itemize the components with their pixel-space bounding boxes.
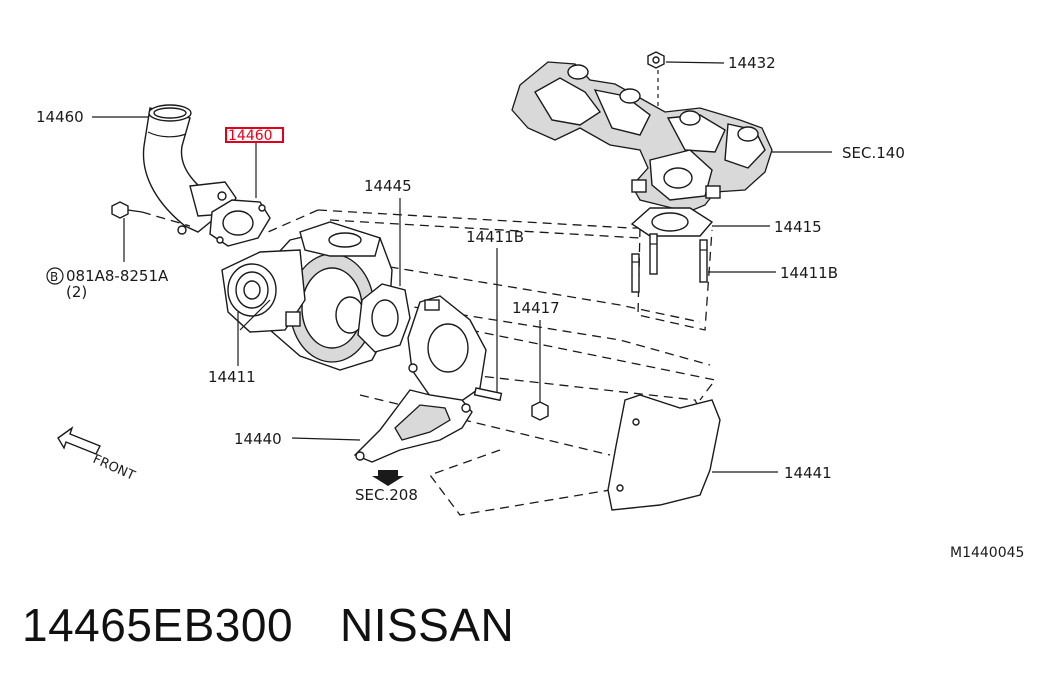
outlet-pipe	[407, 295, 487, 403]
callout-14441: 14441	[784, 464, 832, 482]
front-arrow	[57, 426, 101, 455]
part-number: 14465EB300	[22, 599, 294, 651]
callout-bolt-qty: (2)	[66, 283, 87, 301]
callout-14440: 14440	[234, 430, 282, 448]
callout-14460-highlight[interactable]	[225, 127, 284, 143]
brand-name: NISSAN	[340, 599, 515, 651]
callout-14432: 14432	[728, 54, 776, 72]
exhaust-manifold	[511, 61, 773, 213]
callout-14460: 14460	[36, 108, 84, 126]
gasket-14415	[630, 207, 714, 237]
sec208-arrow	[372, 470, 404, 486]
callout-14460-highlighted: 14460	[228, 128, 273, 144]
bolt-081a8-8251a	[111, 201, 191, 227]
bolt-circle-marker	[46, 267, 64, 285]
stud-14411b-center	[473, 387, 503, 402]
callout-sec140: SEC.140	[842, 144, 905, 162]
callout-sec208: SEC.208	[355, 486, 418, 504]
gasket-14445	[357, 283, 411, 353]
callout-bolt-code: 081A8-8251A	[66, 267, 169, 285]
callout-14411: 14411	[208, 368, 256, 386]
front-label: FRONT	[90, 452, 137, 484]
gasket-14460	[209, 199, 271, 247]
callout-14411b-right: 14411B	[780, 264, 838, 282]
callout-14415: 14415	[774, 218, 822, 236]
bracket-14440	[353, 389, 473, 463]
callout-14411b-center: 14411B	[466, 228, 524, 246]
studs-14411b-right	[631, 233, 708, 293]
heat-shield-14441	[607, 394, 721, 511]
nut-14417	[531, 401, 549, 421]
bolt-circle-letter: B	[50, 270, 58, 284]
figure-id: M1440045	[950, 545, 1024, 561]
callout-14417: 14417	[512, 299, 560, 317]
callout-14445: 14445	[364, 177, 412, 195]
nut-14432	[647, 51, 665, 69]
